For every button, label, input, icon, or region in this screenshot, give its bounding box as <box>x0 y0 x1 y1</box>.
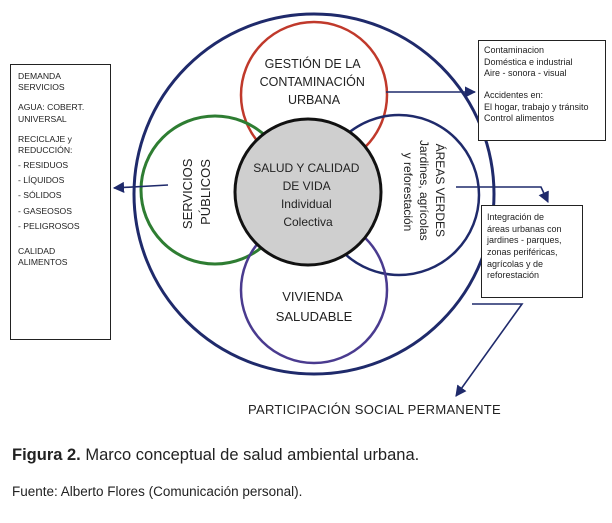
mr-line: Integración de <box>487 212 545 222</box>
tr-line-5: El hogar, trabajo y tránsito <box>484 101 589 112</box>
svg-text:ÁREAS VERDES Jardines, agr: ÁREAS VERDES Jardines, agrícolas y refor… <box>401 140 448 244</box>
tr-line-1: Contaminacion <box>484 45 545 55</box>
waste-item: - GASEOSOS <box>18 205 72 216</box>
waste-item: - SÓLIDOS <box>18 190 62 201</box>
svg-text:GESTIÓN DE LA CONTAMINACIÓ: GESTIÓN DE LA CONTAMINACIÓN URBANA <box>260 56 369 107</box>
arrow-to-left-box <box>112 181 169 194</box>
center-line-1: SALUD Y CALIDAD <box>253 161 360 175</box>
center-line-4: Colectiva <box>283 215 333 229</box>
tr-line-3: Aire - sonora - visual <box>484 68 567 79</box>
demand-label: DEMANDA SERVICIOS <box>18 71 65 93</box>
bottom-line-1: VIVIENDA <box>282 289 343 304</box>
water-line-1: AGUA: COBERT. <box>18 102 85 113</box>
arrow-to-mid-right-box <box>456 186 549 204</box>
svg-text:VIVIENDA SALUDABLE: VIVIENDA SALUDABLE <box>276 289 353 324</box>
services-demand-box: DEMANDA SERVICIOS AGUA: COBERT. UNIVERSA… <box>10 64 111 340</box>
caption-text: Marco conceptual de salud ambiental urba… <box>80 446 420 464</box>
participation-label: PARTICIPACIÓN SOCIAL PERMANENTE <box>248 402 501 417</box>
right-line-1: ÁREAS VERDES <box>433 144 448 237</box>
recycle-line-1: RECICLAJE y <box>18 133 72 144</box>
center-circle <box>233 117 383 267</box>
mr-line: jardines - parques, <box>487 235 562 246</box>
food-line-1: CALIDAD <box>18 245 56 256</box>
waste-item: - RESIDUOS <box>18 160 69 171</box>
outer-circle <box>132 12 496 376</box>
top-line-1: GESTIÓN DE LA <box>265 56 362 71</box>
caption-label: Figura 2. <box>12 446 81 464</box>
mr-line: reforestación <box>487 270 540 281</box>
mr-line: agrícolas y de <box>487 258 544 269</box>
figure-caption: Figura 2. Marco conceptual de salud ambi… <box>12 446 419 465</box>
food-line-2: ALIMENTOS <box>18 257 68 268</box>
tr-line-6: Control alimentos <box>484 113 555 124</box>
top-line-3: URBANA <box>288 93 341 107</box>
svg-text:SERVICIOS PÚBLICOS: SERVICIOS PÚBLICOS <box>180 155 213 229</box>
center-line-2: DE VIDA <box>283 179 331 193</box>
center-line-3: Individual <box>281 197 332 211</box>
tr-line-4: Accidentes en: <box>484 90 544 101</box>
figure-source: Fuente: Alberto Flores (Comunicación per… <box>12 484 303 499</box>
waste-item: - LÍQUIDOS <box>18 175 65 186</box>
top-line-2: CONTAMINACIÓN <box>260 74 365 89</box>
recycle-line-2: REDUCCIÓN: <box>18 144 73 155</box>
right-line-2: Jardines, agrícolas <box>417 140 431 241</box>
right-line-3: y reforestación <box>401 153 415 232</box>
bottom-line-2: SALUDABLE <box>276 309 353 324</box>
waste-item: - PELIGROSOS <box>18 220 80 231</box>
arrow-to-participation <box>455 303 524 397</box>
left-line-1: SERVICIOS <box>180 158 195 229</box>
green-areas-box: Integración de áreas urbanas con jardine… <box>481 205 583 298</box>
mr-line: zonas periféricas, <box>487 247 558 258</box>
mr-line: áreas urbanas con <box>487 223 562 234</box>
tr-line-2: Doméstica e industrial <box>484 56 573 67</box>
water-line-2: UNIVERSAL <box>18 113 67 124</box>
svg-text:SALUD Y CALIDAD DE VIDA: SALUD Y CALIDAD DE VIDA Individual Colec… <box>253 161 363 229</box>
left-line-2: PÚBLICOS <box>198 159 213 225</box>
contamination-box: Contaminacion Doméstica e industrial Air… <box>478 40 606 141</box>
